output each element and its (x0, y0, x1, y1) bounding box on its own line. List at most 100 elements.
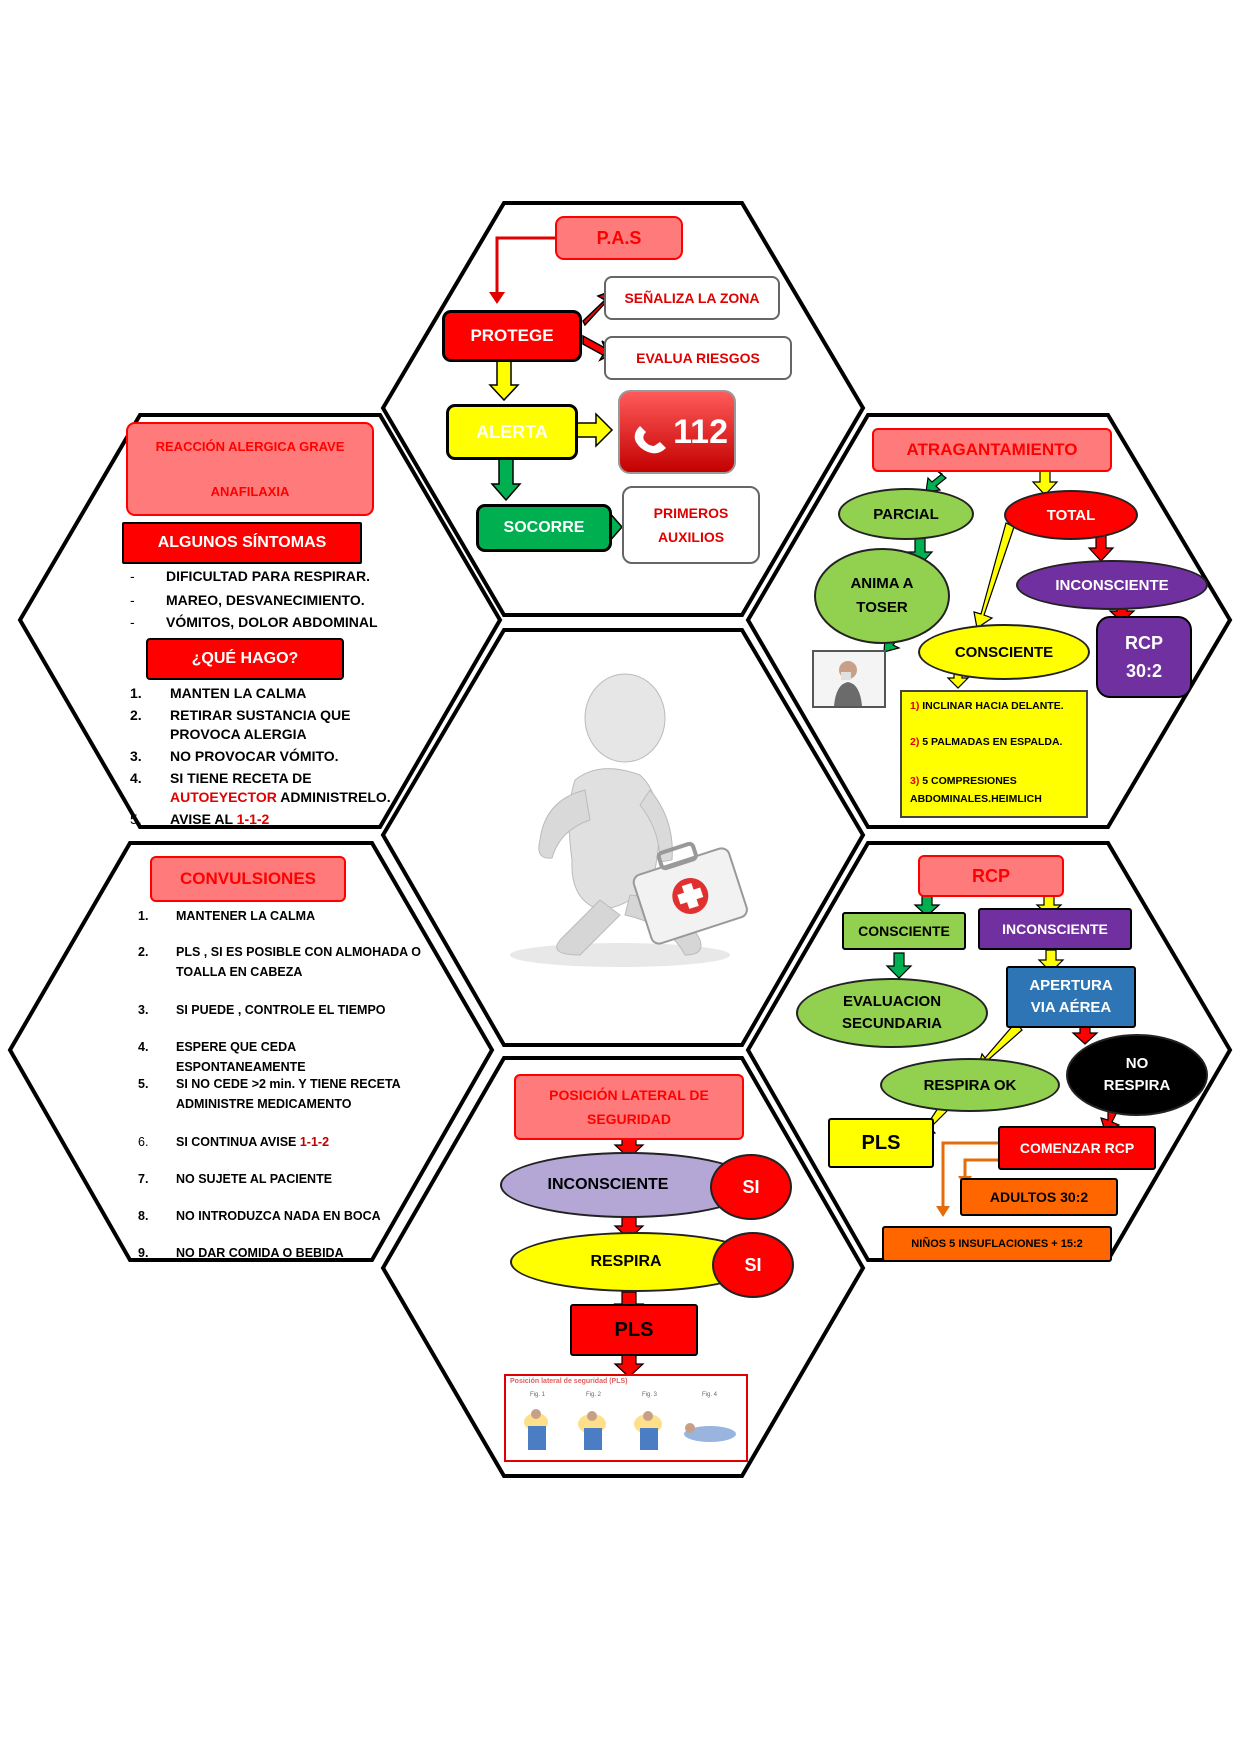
alergia-steps: 1.MANTEN LA CALMA 2.RETIRAR SUSTANCIA QU… (130, 684, 400, 829)
convulsiones-title: CONVULSIONES (150, 856, 346, 902)
pls-fig-4 (684, 1423, 736, 1442)
alergia-title-line2: ANAFILAXIA (210, 484, 290, 499)
symptom-text: MAREO, DESVANECIMIENTO. (166, 592, 365, 608)
convulsion-step: 9.NO DAR COMIDA O BEBIDA (138, 1243, 428, 1263)
comenzar-rcp-box: COMENZAR RCP (998, 1126, 1156, 1170)
phone-handset-icon (634, 426, 666, 454)
hex-bottom (380, 1056, 866, 1478)
socorre-box: SOCORRE (476, 504, 612, 552)
step-number: 6. (138, 1135, 149, 1149)
pls-fig-label: Fig. 1 (530, 1392, 546, 1398)
alergia-step: 1.MANTEN LA CALMA (130, 684, 400, 703)
step-number: 9. (138, 1246, 149, 1260)
symptom-item: -VÓMITOS, DOLOR ABDOMINAL (130, 614, 378, 630)
alerta-box: ALERTA (446, 404, 578, 460)
pls-fig-label: Fig. 4 (702, 1392, 718, 1398)
pas-red-arrowhead (489, 292, 505, 304)
parcial-ellipse: PARCIAL (838, 488, 974, 540)
pls-si-2: SI (712, 1232, 794, 1298)
step-number: 8. (138, 1209, 149, 1223)
pls-title: POSICIÓN LATERAL DE SEGURIDAD (514, 1074, 744, 1140)
hex-upper-right (745, 413, 1233, 829)
pas-title: P.A.S (555, 216, 683, 260)
step-text: NO PROVOCAR VÓMITO. (170, 748, 339, 764)
rcp-inconsciente-box: INCONSCIENTE (978, 908, 1132, 950)
atrag-step: 1) INCLINAR HACIA DELANTE. (910, 700, 1078, 712)
pls-inconsciente-ellipse: INCONSCIENTE (500, 1152, 756, 1218)
phone-112-icon: 112 (618, 390, 736, 474)
step-number: 2. (138, 945, 149, 959)
evaluacion-secundaria-ellipse: EVALUACION SECUNDARIA (796, 978, 988, 1048)
pls-fig-label: Fig. 2 (586, 1392, 602, 1398)
atrag-step-number: 3) (910, 775, 920, 787)
atrag-step: 2) 5 PALMADAS EN ESPALDA. (910, 736, 1078, 748)
alergia-step: 2.RETIRAR SUSTANCIA QUE PROVOCA ALERGIA (130, 706, 400, 744)
evalua-box: EVALUA RIESGOS (604, 336, 792, 380)
hex-lower-left (7, 841, 495, 1262)
step-text: ESPERE QUE CEDA ESPONTANEAMENTE (176, 1040, 306, 1074)
step-text: SI CONTINUA AVISE (176, 1135, 300, 1149)
step-number: 2. (130, 707, 142, 723)
atragantamiento-steps-box: 1) INCLINAR HACIA DELANTE. 2) 5 PALMADAS… (900, 690, 1088, 818)
rcp-pls-box: PLS (828, 1118, 934, 1168)
ninos-box: NIÑOS 5 INSUFLACIONES + 15:2 (882, 1226, 1112, 1262)
step-number: 5. (138, 1077, 149, 1091)
rcp-orange-connector (941, 1141, 998, 1210)
autoeyector-text: AUTOEYECTOR (170, 789, 277, 805)
step-text: PLS , SI ES POSIBLE CON ALMOHADA O TOALL… (176, 945, 421, 979)
step-number: 3. (138, 1003, 149, 1017)
coughing-person-icon (814, 652, 884, 706)
primeros-auxilios-box: PRIMEROS AUXILIOS (622, 486, 760, 564)
emergency-number: 1-1-2 (236, 811, 270, 827)
phone-112-label: 112 (673, 412, 728, 451)
pls-steps-illustration (524, 1409, 736, 1450)
alergia-step: 5. AVISE AL 1-1-2 (130, 810, 400, 829)
atrag-step-text: 5 COMPRESIONES ABDOMINALES.HEIMLICH (910, 775, 1042, 805)
convulsion-step: 6. SI CONTINUA AVISE 1-1-2 (138, 1132, 428, 1169)
pls-fig-1 (524, 1409, 548, 1450)
step-number: 4. (138, 1040, 149, 1054)
step-text: AVISE AL (170, 811, 237, 827)
rcp-title: RCP (918, 855, 1064, 897)
step-text-end: ADMINISTRELO. (276, 789, 391, 805)
arrow-protege-alerta (488, 357, 520, 402)
pas-red-connector (495, 236, 555, 295)
atrag-step-number: 2) (910, 736, 920, 748)
atrag-step-number: 1) (910, 700, 920, 712)
rcp-consciente-box: CONSCIENTE (842, 912, 966, 950)
pls-fig-label: Fig. 3 (642, 1392, 658, 1398)
alergia-title: REACCIÓN ALERGICA GRAVE ANAFILAXIA (126, 422, 374, 516)
rcp-30-2-box: RCP 30:2 (1096, 616, 1192, 698)
apertura-via-aerea-box: APERTURA VIA AÉREA (1006, 966, 1136, 1028)
que-hago: ¿QUÉ HAGO? (146, 638, 344, 680)
convulsion-step: 8.NO INTRODUZCA NADA EN BOCA (138, 1206, 428, 1243)
atragantamiento-title: ATRAGANTAMIENTO (872, 428, 1112, 472)
symptom-text: DIFICULTAD PARA RESPIRAR. (166, 568, 371, 584)
hex-upper-left (17, 413, 503, 829)
convulsion-step: 4. ESPERE QUE CEDA ESPONTANEAMENTE (138, 1037, 428, 1074)
step-number: 5. (130, 811, 142, 827)
convulsiones-steps: 1. MANTENER LA CALMA 2. PLS , SI ES POSIBL… (138, 906, 428, 1263)
step-text: MANTENER LA CALMA (176, 909, 316, 923)
step-number: 1. (138, 909, 149, 923)
symptoms-list: -DIFICULTAD PARA RESPIRAR. -MAREO, DESVA… (130, 568, 430, 636)
step-number: 4. (130, 770, 142, 786)
pls-box: PLS (570, 1304, 698, 1356)
coughing-person-photo (812, 650, 886, 708)
protege-box: PROTEGE (442, 310, 582, 362)
pls-fig-3 (634, 1411, 662, 1450)
symptom-item: -DIFICULTAD PARA RESPIRAR. (130, 568, 371, 584)
symptom-text: VÓMITOS, DOLOR ABDOMINAL (166, 614, 378, 630)
step-number: 3. (130, 748, 142, 764)
algunos-sintomas: ALGUNOS SÍNTOMAS (122, 522, 362, 564)
atrag-step: 3) 5 COMPRESIONES ABDOMINALES.HEIMLICH (910, 772, 1078, 808)
arrow-consciente-evaluacion (885, 952, 913, 979)
convulsion-step: 7.NO SUJETE AL PACIENTE (138, 1169, 428, 1206)
arrow-total-consciente (973, 522, 1015, 630)
convulsion-step: 2. PLS , SI ES POSIBLE CON ALMOHADA O TOA… (138, 942, 428, 1000)
emergency-number: 1-1-2 (299, 1135, 330, 1149)
symptom-item: -MAREO, DESVANECIMIENTO. (130, 592, 365, 608)
convulsion-step: 3.SI PUEDE , CONTROLE EL TIEMPO (138, 1000, 428, 1037)
step-text: MANTEN LA CALMA (170, 685, 307, 701)
